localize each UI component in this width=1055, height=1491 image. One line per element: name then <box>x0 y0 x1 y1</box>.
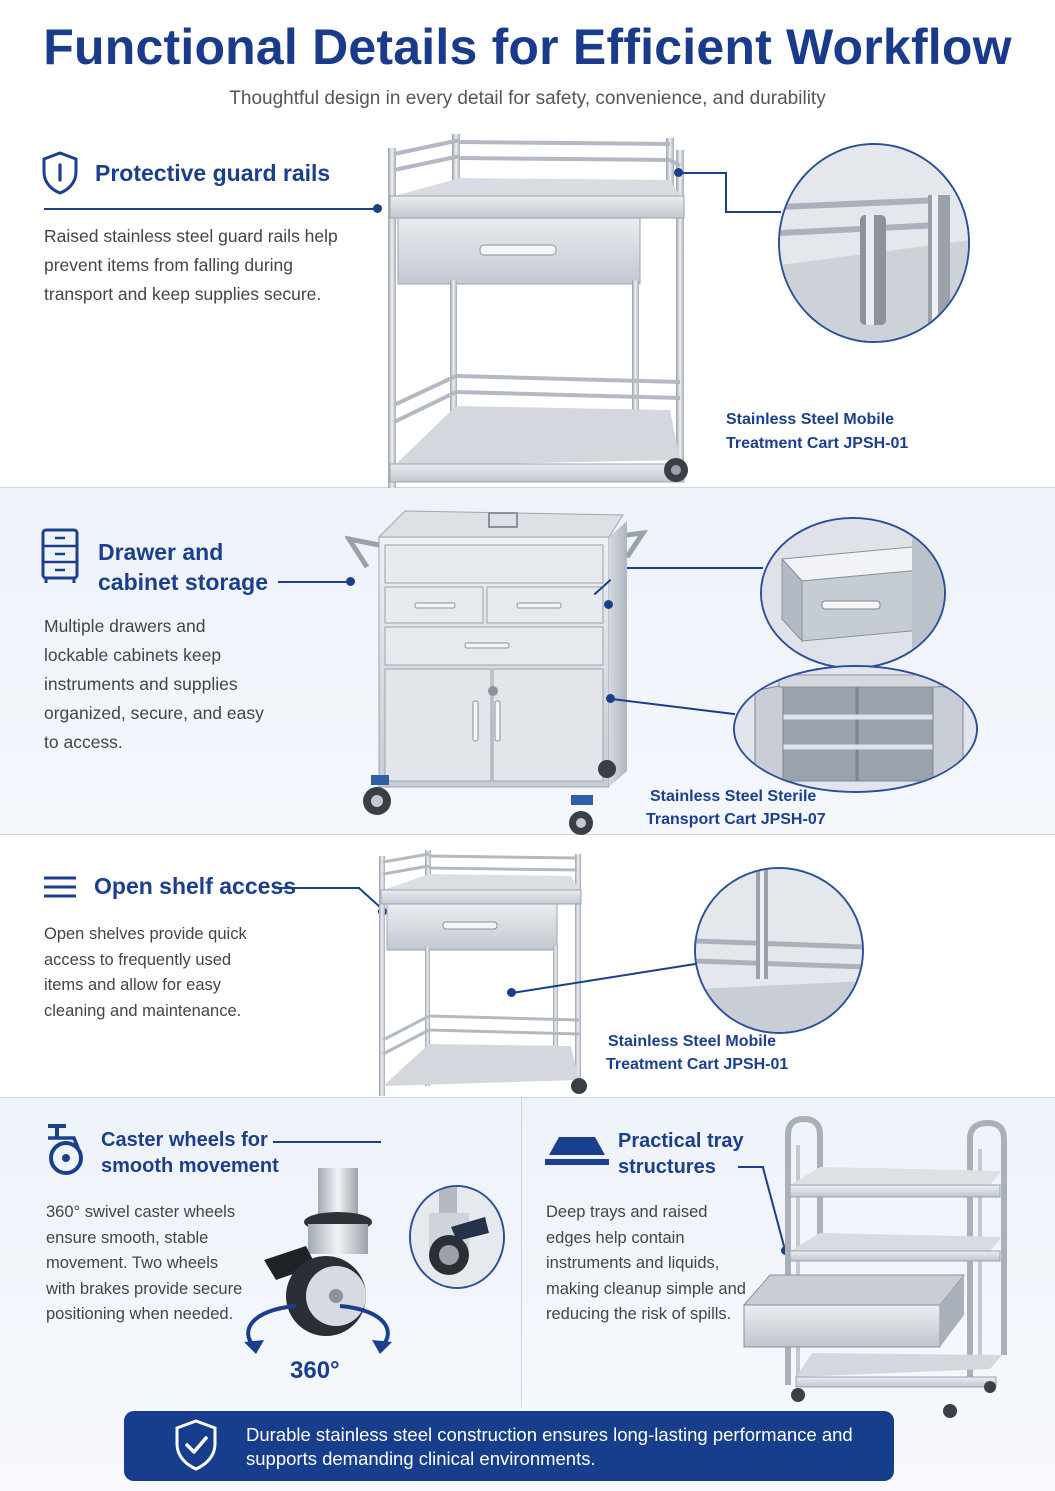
guard-rails-leader-line <box>44 208 376 210</box>
cart-2-caption-line1: Stainless Steel Sterile <box>650 788 817 805</box>
page-subtitle: Thoughtful design in every detail for sa… <box>229 88 826 109</box>
caster-wheel-image <box>236 1168 406 1368</box>
treatment-cart-image <box>380 130 700 488</box>
open-shelf-description: Open shelves provide quick access to fre… <box>44 925 247 1020</box>
banner-text: Durable stainless steel construction ens… <box>246 1424 853 1469</box>
cabinet-icon <box>40 527 80 585</box>
durability-banner <box>124 1411 894 1481</box>
cabinet-callout-dot <box>606 694 615 703</box>
shelf-callout-dot <box>507 988 516 997</box>
guard-rails-description: Raised stainless steel guard rails help … <box>44 226 338 304</box>
shield-check-icon <box>172 1418 220 1472</box>
rails-callout-line-a <box>680 172 726 174</box>
shield-icon <box>40 150 80 196</box>
rotation-arrows-icon <box>236 1302 400 1364</box>
cabinet-detail-image <box>733 665 978 793</box>
cart-1-caption-line1: Stainless Steel Mobile <box>726 411 895 428</box>
cart-3-caption-line1: Stainless Steel Mobile <box>608 1033 777 1050</box>
guard-rails-leader-dot <box>373 204 382 213</box>
tray-title-line1: Practical tray <box>618 1130 744 1152</box>
casters-description: 360° swivel caster wheels ensure smooth,… <box>46 1203 243 1323</box>
rails-callout-line-c <box>725 211 781 213</box>
open-shelf-title: Open shelf access <box>94 873 296 899</box>
cart-3-caption-line2: Treatment Cart JPSH-01 <box>606 1056 789 1073</box>
tray-leader-line <box>738 1166 764 1168</box>
open-shelf-detail-image <box>694 867 864 1034</box>
tray-description: Deep trays and raised edges help contain… <box>546 1203 746 1323</box>
brake-caster-detail-image <box>409 1185 505 1289</box>
drawer-callout-line-b <box>627 567 763 569</box>
rails-callout-dot <box>674 168 683 177</box>
page-title: Functional Details for Efficient Workflo… <box>43 19 1012 75</box>
caster-wheel-icon <box>44 1122 86 1178</box>
storage-title-line1: Drawer and <box>98 539 224 565</box>
open-shelf-cart-image <box>375 850 590 1096</box>
tray-cart-image <box>740 1115 1015 1425</box>
storage-leader-line <box>278 581 348 583</box>
casters-title-line2: smooth movement <box>101 1155 279 1177</box>
storage-description: Multiple drawers and lockable cabinets k… <box>44 616 264 752</box>
cart-1-caption-line2: Treatment Cart JPSH-01 <box>726 435 909 452</box>
storage-title-line2: cabinet storage <box>98 569 268 595</box>
storage-leader-dot <box>346 577 355 586</box>
rotation-label: 360° <box>290 1357 340 1384</box>
casters-title-line1: Caster wheels for <box>101 1129 268 1151</box>
column-divider <box>521 1097 522 1407</box>
tray-title-line2: structures <box>618 1156 716 1178</box>
guard-rail-detail-image <box>778 143 970 343</box>
open-shelf-leader-line <box>274 887 360 889</box>
menu-lines-icon <box>42 875 78 899</box>
sterile-transport-cart-image <box>345 505 650 835</box>
drawer-detail-image <box>760 517 946 669</box>
casters-leader-line <box>273 1141 381 1143</box>
tray-icon <box>545 1133 609 1167</box>
guard-rails-title: Protective guard rails <box>95 160 331 186</box>
rails-callout-line-b <box>725 172 727 212</box>
cart-2-caption-line2: Transport Cart JPSH-07 <box>646 811 826 828</box>
drawer-callout-dot <box>604 600 613 609</box>
